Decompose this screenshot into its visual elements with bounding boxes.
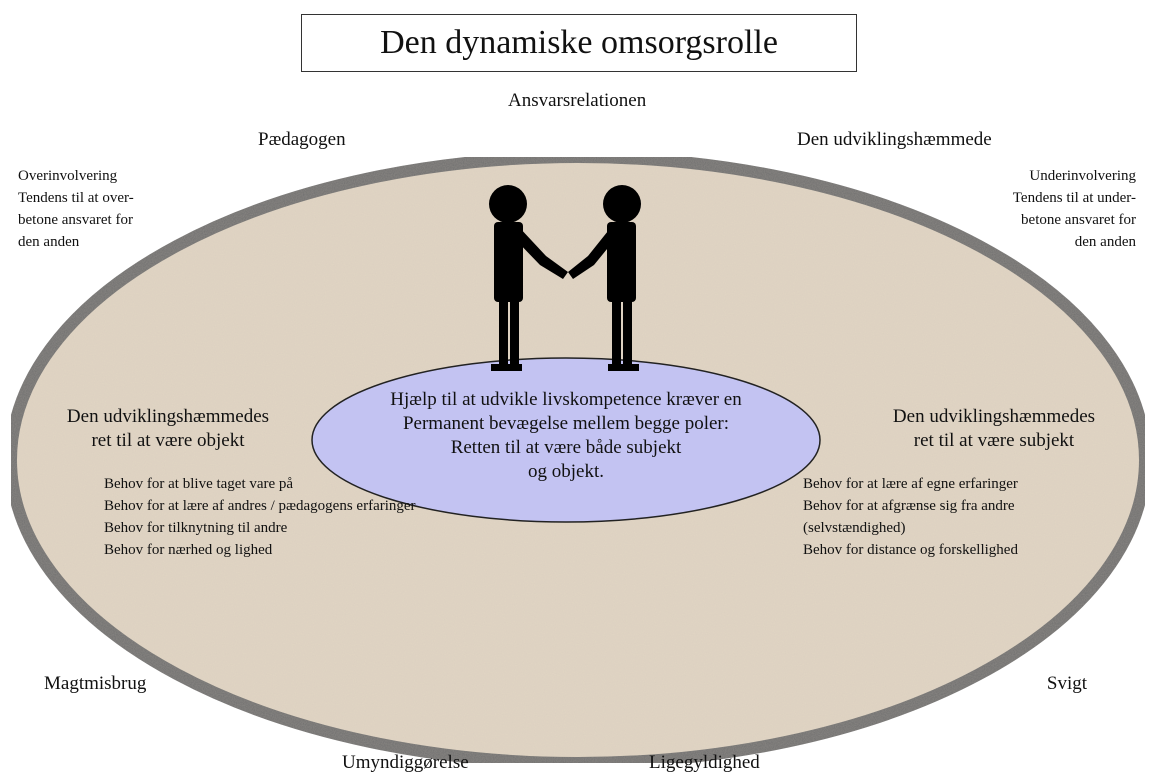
top-label: Ansvarsrelationen [508,90,647,111]
diagram-title: Den dynamiske omsorgsrolle [301,14,857,72]
right-role-label: Den udviklingshæmmede [797,129,992,150]
right-corner-note: Underinvolvering Tendens til at under- b… [1013,165,1136,253]
center-line: Hjælp til at udvikle livskompetence kræv… [390,389,742,410]
left-role-label: Pædagogen [258,129,346,150]
left-pole-heading: Den udviklingshæmmedes ret til at være o… [38,405,298,453]
bottom-center-right-label: Ligegyldighed [649,752,760,773]
left-corner-line: Tendens til at over- [18,190,134,206]
right-corner-line: den anden [1074,234,1136,250]
bottom-left-label: Magtmisbrug [44,673,147,694]
center-line: og objekt. [528,461,604,482]
right-need-item: (selvstændighed) [803,520,906,536]
left-need-item: Behov for nærhed og lighed [104,542,273,558]
right-corner-line: betone ansvaret for [1021,212,1136,228]
right-need-item: Behov for at lære af egne erfaringer [803,476,1018,492]
right-pole-heading: Den udviklingshæmmedes ret til at være s… [862,405,1126,453]
left-corner-line: Overinvolvering [18,168,118,184]
center-line: Permanent bevægelse mellem begge poler: [402,413,730,434]
right-person-figure [568,185,641,371]
center-line: Retten til at være både subjekt [450,437,682,458]
left-needs-list: Behov for at blive taget vare på Behov f… [104,473,416,561]
left-person-figure [489,185,568,371]
right-corner-line: Tendens til at under- [1012,190,1136,206]
left-corner-line: betone ansvaret for [18,212,133,228]
left-pole-heading-line: Den udviklingshæmmedes [66,406,270,427]
right-needs-list: Behov for at lære af egne erfaringer Beh… [803,473,1018,561]
right-need-item: Behov for distance og forskellighed [803,542,1018,558]
left-corner-note: Overinvolvering Tendens til at over- bet… [18,165,134,253]
left-need-item: Behov for at lære af andres / pædagogens… [104,498,416,514]
center-text: Hjælp til at udvikle livskompetence kræv… [366,388,766,484]
right-need-item: Behov for at afgrænse sig fra andre [803,498,1015,514]
left-need-item: Behov for tilknytning til andre [104,520,288,536]
right-pole-heading-line: Den udviklingshæmmedes [892,406,1096,427]
left-pole-heading-line: ret til at være objekt [91,430,245,451]
right-pole-heading-line: ret til at være subjekt [913,430,1075,451]
bottom-center-left-label: Umyndiggørelse [342,752,469,773]
bottom-right-label: Svigt [1046,673,1087,694]
left-need-item: Behov for at blive taget vare på [104,476,294,492]
left-corner-line: den anden [18,234,80,250]
inner-ellipse [311,357,821,523]
right-corner-line: Underinvolvering [1029,168,1136,184]
